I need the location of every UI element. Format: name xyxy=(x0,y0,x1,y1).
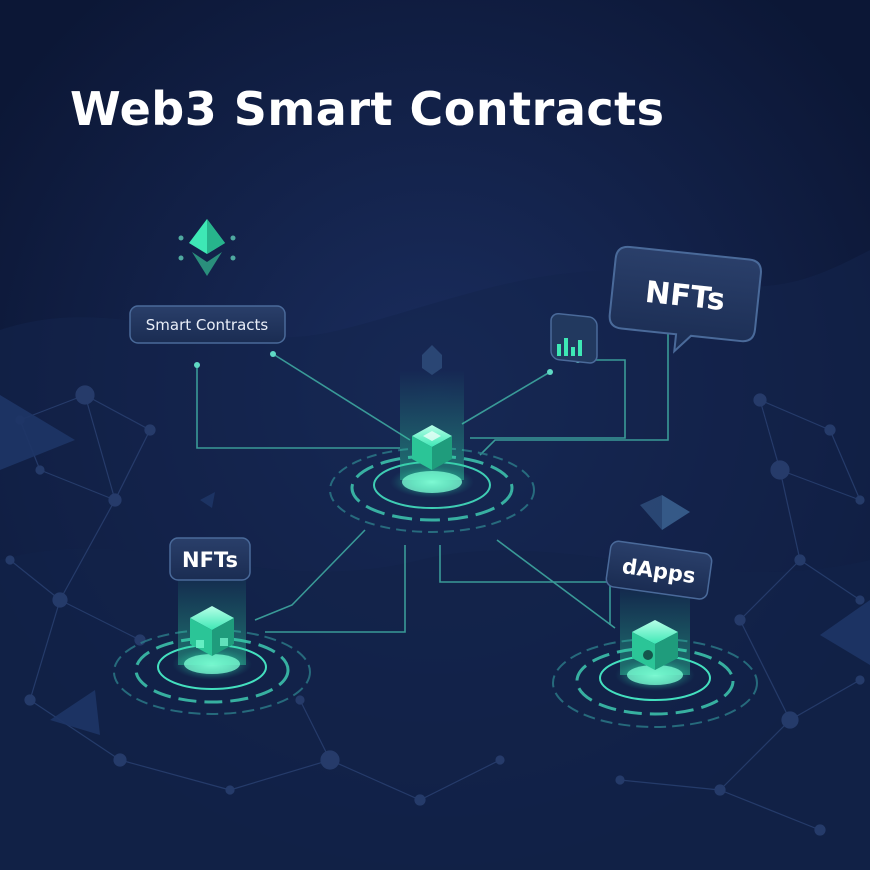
dapps-label: dApps xyxy=(605,540,713,600)
nfts-label-text: NFTs xyxy=(182,548,238,572)
ethereum-icon xyxy=(178,219,236,276)
cube-icon xyxy=(412,425,452,470)
nfts-bubble: NFTs xyxy=(608,245,762,354)
smart-contracts-label: Smart Contracts xyxy=(129,305,286,344)
nfts-label: NFTs xyxy=(169,537,251,581)
nfts-node xyxy=(113,565,311,715)
connection-lines xyxy=(196,328,669,633)
nfts-bubble-text: NFTs xyxy=(643,275,726,318)
smart-contracts-label-text: Smart Contracts xyxy=(146,316,269,334)
chart-icon xyxy=(550,312,598,364)
dapps-node xyxy=(552,495,758,728)
page-title: Web3 Smart Contracts xyxy=(70,82,665,136)
background-wave xyxy=(0,548,870,870)
background-shapes xyxy=(0,395,870,735)
